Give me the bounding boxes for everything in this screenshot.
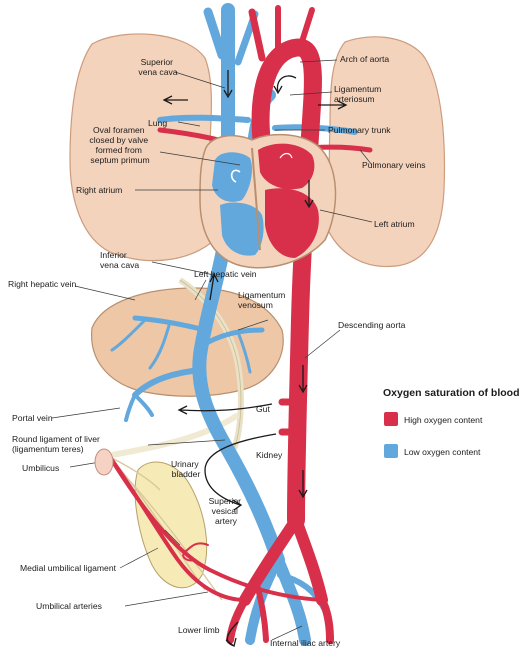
label-internal-iliac-artery: Internal iliac artery	[270, 638, 341, 648]
label-lower-limb: Lower limb	[178, 625, 220, 635]
umbilicus	[95, 449, 113, 475]
label-gut: Gut	[256, 404, 270, 414]
legend: Oxygen saturation of blood High oxygen c…	[383, 387, 520, 458]
label-left-hepatic-vein: Left hepatic vein	[194, 269, 257, 279]
legend-title: Oxygen saturation of blood	[383, 387, 520, 399]
legend-swatch-low	[384, 444, 398, 458]
label-superior-vesical-artery: Superior vesical artery	[209, 496, 244, 526]
label-urinary-bladder: Urinary bladder	[171, 459, 201, 479]
heart	[200, 135, 335, 268]
label-superior-vena-cava: Superior vena cava	[138, 57, 177, 77]
left-lung	[324, 37, 444, 267]
label-pulmonary-veins: Pulmonary veins	[362, 160, 426, 170]
label-left-atrium: Left atrium	[374, 219, 415, 229]
label-kidney: Kidney	[256, 450, 283, 460]
label-medial-umbilical-ligament: Medial umbilical ligament	[20, 563, 117, 573]
urinary-bladder	[135, 462, 207, 588]
label-arch-of-aorta: Arch of aorta	[340, 54, 389, 64]
label-umbilicus: Umbilicus	[22, 463, 59, 473]
label-oval-foramen: Oval foramen closed by valve formed from…	[89, 125, 150, 165]
legend-label-high: High oxygen content	[404, 415, 483, 425]
legend-swatch-high	[384, 412, 398, 426]
label-round-ligament-of-liver: Round ligament of liver (ligamentum tere…	[12, 434, 102, 454]
legend-label-low: Low oxygen content	[404, 447, 481, 457]
label-umbilical-arteries: Umbilical arteries	[36, 601, 102, 611]
label-right-hepatic-vein: Right hepatic vein	[8, 279, 77, 289]
label-portal-vein: Portal vein	[12, 413, 53, 423]
label-lung: Lung	[148, 118, 167, 128]
label-right-atrium: Right atrium	[76, 185, 122, 195]
label-ligamentum-venosum: Ligamentum venosum	[238, 290, 288, 310]
label-pulmonary-trunk: Pulmonary trunk	[328, 125, 391, 135]
label-descending-aorta: Descending aorta	[338, 320, 406, 330]
